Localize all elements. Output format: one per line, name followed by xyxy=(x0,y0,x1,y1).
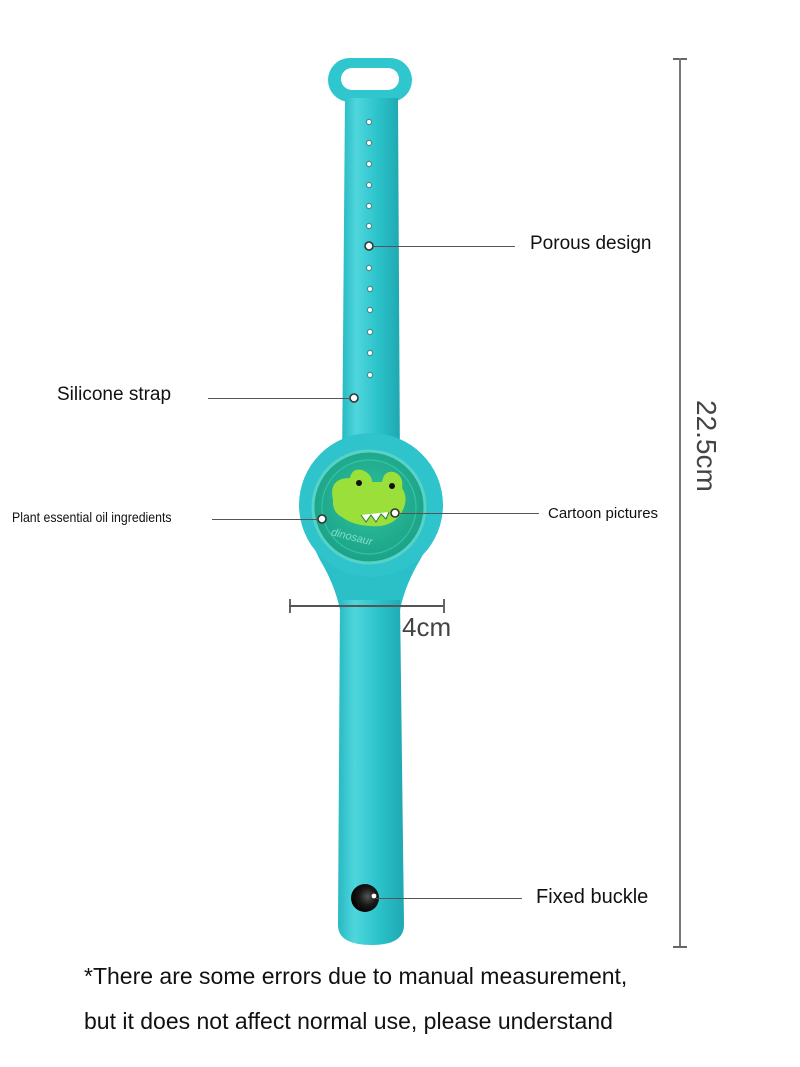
length-bottom-tick xyxy=(673,946,687,948)
porous-callout-line xyxy=(373,246,515,247)
cartoon-callout-line xyxy=(399,513,539,514)
width-right-tick xyxy=(443,599,445,613)
label-silicone-strap: Silicone strap xyxy=(57,384,172,405)
porous-holes xyxy=(365,118,374,379)
oil-callout-line xyxy=(212,519,318,520)
length-dimension-line xyxy=(679,58,681,948)
strap-callout-line xyxy=(208,398,350,399)
label-fixed-buckle: Fixed buckle xyxy=(536,886,649,908)
buckle-callout-line xyxy=(376,898,522,899)
lower-strap xyxy=(338,600,404,945)
label-cartoon-pictures: Cartoon pictures xyxy=(548,505,659,522)
fixed-buckle-icon xyxy=(351,884,379,912)
length-label: 22.5cm xyxy=(691,400,722,492)
label-porous-design: Porous design xyxy=(530,233,652,254)
strap-loop xyxy=(328,58,412,102)
watch-body: dinosaur xyxy=(299,433,443,610)
label-plant-oil: Plant essential oil ingredients xyxy=(12,509,172,525)
note-line-2: but it does not affect normal use, pleas… xyxy=(84,1008,613,1034)
note-line-1: *There are some errors due to manual mea… xyxy=(84,963,628,989)
upper-strap xyxy=(342,98,400,470)
width-label: 4cm xyxy=(402,612,452,642)
dinosaur-character-icon xyxy=(332,469,406,527)
width-dimension-line xyxy=(289,605,444,607)
